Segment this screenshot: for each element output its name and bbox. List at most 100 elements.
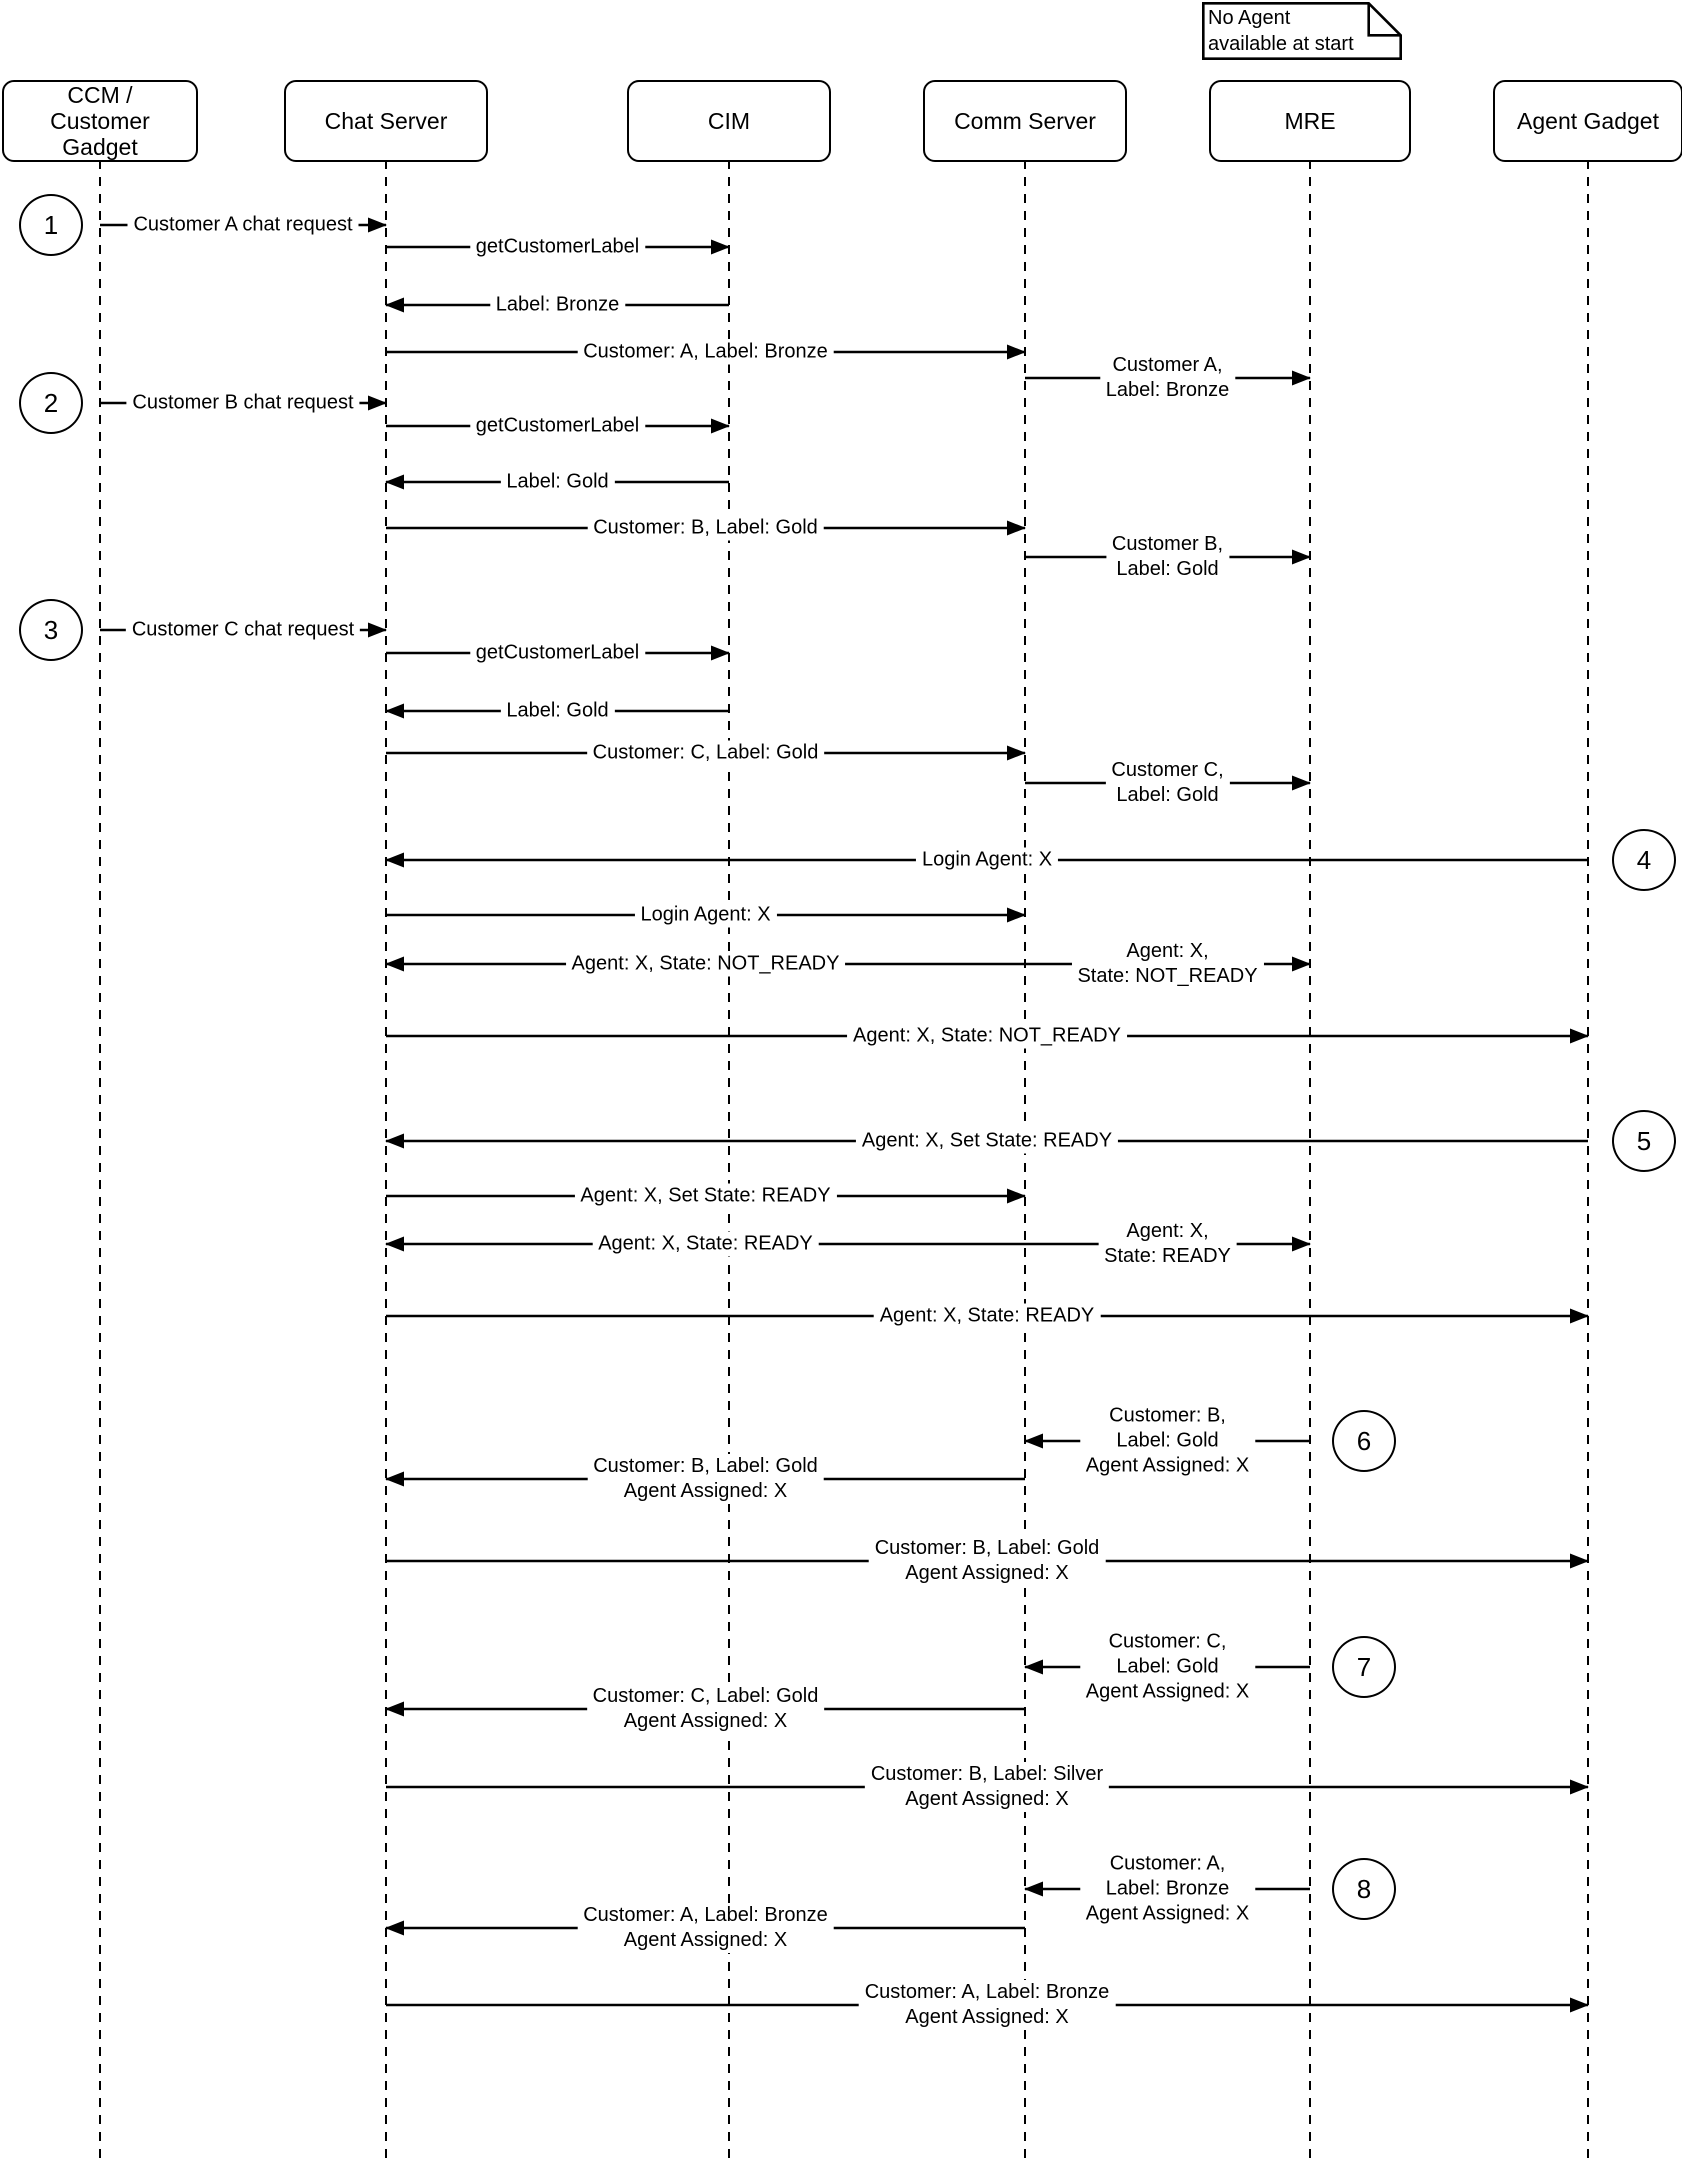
message-label-line: Agent: X, Set State: READY — [861, 1129, 1113, 1152]
message-label-line: Customer B, — [1111, 533, 1224, 555]
lifeline-agent-gadget — [1586, 160, 1590, 2164]
lifeline-head-label: MRE — [1284, 108, 1336, 134]
step-marker-number: 5 — [1636, 1125, 1652, 1156]
message-label-line: Customer: B, Label: Gold — [593, 1455, 818, 1477]
message-label-line: Label: Gold — [506, 470, 609, 493]
message-label: Customer: C, Label: Gold — [586, 740, 825, 766]
message-label: Customer C, Label: Gold — [1105, 758, 1230, 808]
message-label-line: Customer B chat request — [132, 391, 354, 414]
message-label-line: Label: Gold — [1116, 1655, 1219, 1678]
message-label: Label: Gold — [500, 698, 615, 724]
message-label-line: Agent Assigned: X — [623, 1480, 788, 1502]
message-label-line: Customer A, — [1112, 354, 1223, 376]
lifeline-comm-server — [1023, 160, 1027, 2164]
message-label-line: Agent: X, State: READY — [598, 1232, 813, 1255]
message-label-line: getCustomerLabel — [475, 414, 640, 437]
message-label-line: Agent: X, — [1126, 1220, 1209, 1242]
message-label-line: Label: Gold — [1116, 558, 1219, 580]
message-label: Customer C chat request — [125, 617, 361, 643]
message-label-line: Customer: C, Label: Gold — [592, 741, 819, 764]
step-marker-3: 3 — [19, 599, 83, 661]
message-label: Agent: X, State: READY — [592, 1231, 819, 1257]
lifeline-head-chat-server: Chat Server — [284, 80, 488, 162]
message-label-line: Agent Assigned: X — [905, 2006, 1069, 2028]
message-label: Login Agent: X — [634, 902, 777, 928]
message-label-line: Label: Gold — [1116, 784, 1219, 806]
message-label: Customer B, Label: Gold — [1105, 532, 1230, 582]
message-label: Agent: X, State: READY — [873, 1303, 1101, 1329]
lifeline-cim — [727, 160, 731, 2164]
note-shape — [1202, 2, 1402, 60]
lifeline-head-label: Comm Server — [954, 108, 1096, 134]
step-marker-2: 2 — [19, 372, 83, 434]
message-label: getCustomerLabel — [469, 413, 646, 439]
lifeline-head-label: Customer — [50, 108, 150, 134]
message-label-line: Customer: A, — [1109, 1852, 1226, 1875]
note-line-2: available at start — [1208, 33, 1354, 55]
message-label-line: Customer A chat request — [133, 213, 353, 236]
step-marker-1: 1 — [19, 194, 83, 256]
step-marker-4: 4 — [1612, 829, 1676, 891]
message-label-line: Agent: X, State: NOT_READY — [571, 952, 840, 975]
lifeline-chat-server — [384, 160, 388, 2164]
message-label-line: Agent Assigned: X — [905, 1788, 1069, 1810]
message-label-line: Agent Assigned: X — [623, 1710, 788, 1732]
message-label-line: Customer: C, Label: Gold — [592, 1685, 819, 1707]
message-label-line: Label: Gold — [506, 699, 609, 722]
message-label-line: Customer: A, Label: Bronze — [583, 340, 828, 363]
message-label: Customer A, Label: Bronze — [1099, 353, 1236, 403]
message-label-line: Agent: X, — [1126, 940, 1209, 962]
message-label: Customer A chat request — [127, 212, 359, 238]
note-line-1: No Agent — [1208, 7, 1291, 29]
lifeline-head-label: Chat Server — [324, 108, 448, 134]
lifeline-head-label: Agent Gadget — [1517, 108, 1659, 134]
message-label-line: Customer: B, — [1109, 1404, 1226, 1427]
message-label-line: State: READY — [1104, 1245, 1231, 1267]
message-label-line: Agent Assigned: X — [905, 1562, 1069, 1584]
message-label: Label: Gold — [500, 469, 615, 495]
message-label-line: Customer: B, Label: Gold — [593, 516, 818, 539]
message-label: Login Agent: X — [915, 847, 1059, 873]
message-label-line: getCustomerLabel — [475, 235, 640, 258]
step-marker-7: 7 — [1332, 1636, 1396, 1698]
note-no-agent: No Agent available at start — [1202, 2, 1402, 60]
message-label-line: Label: Bronze — [495, 293, 620, 316]
lifeline-ccm — [98, 160, 102, 2164]
message-label: Agent: X, Set State: READY — [855, 1128, 1119, 1154]
message-label-line: Label: Bronze — [1105, 1877, 1230, 1900]
lifeline-head-cim: CIM — [627, 80, 831, 162]
lifeline-head-mre: MRE — [1209, 80, 1411, 162]
lifeline-head-label: CCM / — [67, 82, 133, 108]
message-label-line: Login Agent: X — [921, 848, 1053, 871]
message-label-line: Agent Assigned: X — [1085, 1680, 1250, 1703]
lifeline-head-comm-server: Comm Server — [923, 80, 1127, 162]
message-label: Customer: B, Label: Gold — [587, 515, 824, 541]
message-label: Customer B chat request — [126, 390, 360, 416]
message-label-line: Label: Bronze — [1105, 379, 1230, 401]
message-label: Customer: A, Label: Bronze — [577, 339, 834, 365]
step-marker-number: 7 — [1356, 1651, 1372, 1682]
step-marker-number: 4 — [1636, 844, 1652, 875]
message-label-line: Agent Assigned: X — [1085, 1902, 1250, 1925]
lifeline-head-label: CIM — [707, 108, 751, 134]
step-marker-number: 3 — [43, 614, 59, 645]
lifeline-head-label: Gadget — [62, 134, 138, 160]
message-label-line: Login Agent: X — [640, 903, 771, 926]
message-label-line: getCustomerLabel — [475, 641, 640, 664]
message-label-line: Agent Assigned: X — [623, 1929, 788, 1951]
message-label-line: Customer: B, Label: Gold — [874, 1537, 1100, 1559]
message-label: Agent: X, State: NOT_READY — [565, 951, 846, 977]
step-marker-8: 8 — [1332, 1858, 1396, 1920]
message-label-line: Customer C, — [1111, 759, 1224, 781]
